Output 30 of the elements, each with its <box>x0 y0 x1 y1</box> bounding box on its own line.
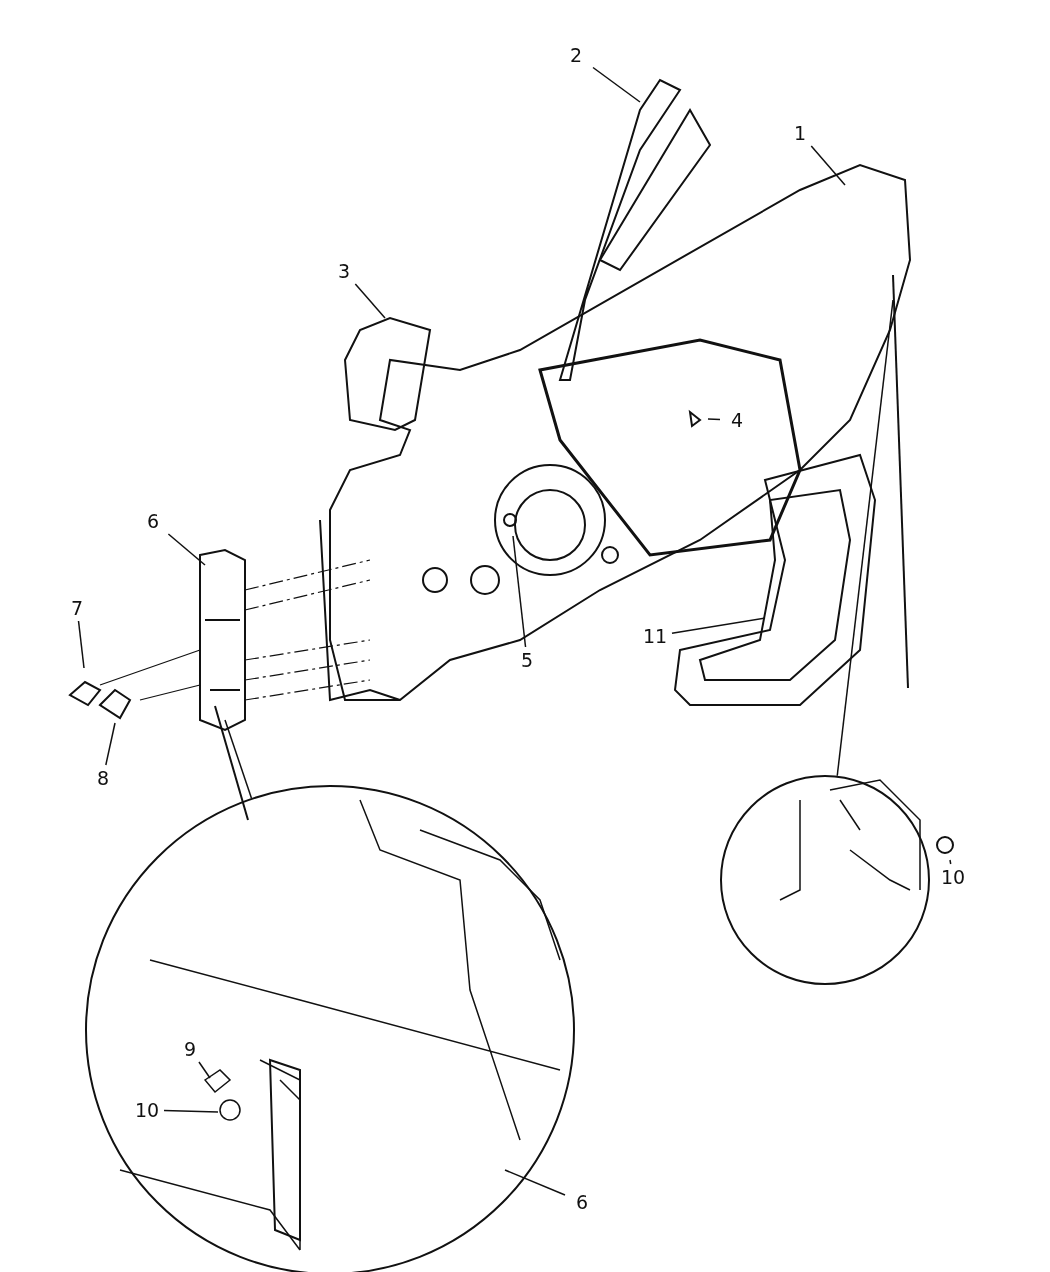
leader-line <box>167 533 206 566</box>
leader-line <box>949 859 952 865</box>
leader-line <box>512 535 527 648</box>
callout-number: 7 <box>62 597 92 619</box>
connector-line <box>836 299 894 777</box>
callout-number: 6 <box>567 1191 597 1213</box>
leader-line <box>354 283 386 319</box>
callout-number: 10 <box>938 866 968 888</box>
detail-view-circle <box>720 775 930 985</box>
callout-number: 2 <box>561 44 591 66</box>
callout-number: 5 <box>512 649 542 671</box>
callout-number: 1 <box>785 122 815 144</box>
callout-number: 8 <box>88 767 118 789</box>
leader-line <box>671 617 766 634</box>
leader-line <box>707 418 721 421</box>
leader-line <box>198 1061 211 1079</box>
leader-line <box>504 1169 566 1196</box>
leader-line <box>77 620 85 669</box>
callout-number: 9 <box>175 1038 205 1060</box>
leader-line <box>163 1109 219 1113</box>
connector-line <box>224 719 253 799</box>
callout-number: 6 <box>138 510 168 532</box>
leader-line <box>810 145 846 186</box>
leader-line <box>592 66 641 103</box>
leader-line <box>105 722 116 766</box>
detail-view-circle <box>85 785 575 1272</box>
callout-number: 10 <box>132 1099 162 1121</box>
callout-number: 3 <box>329 260 359 282</box>
callout-number: 4 <box>722 409 752 431</box>
callout-number: 11 <box>640 625 670 647</box>
